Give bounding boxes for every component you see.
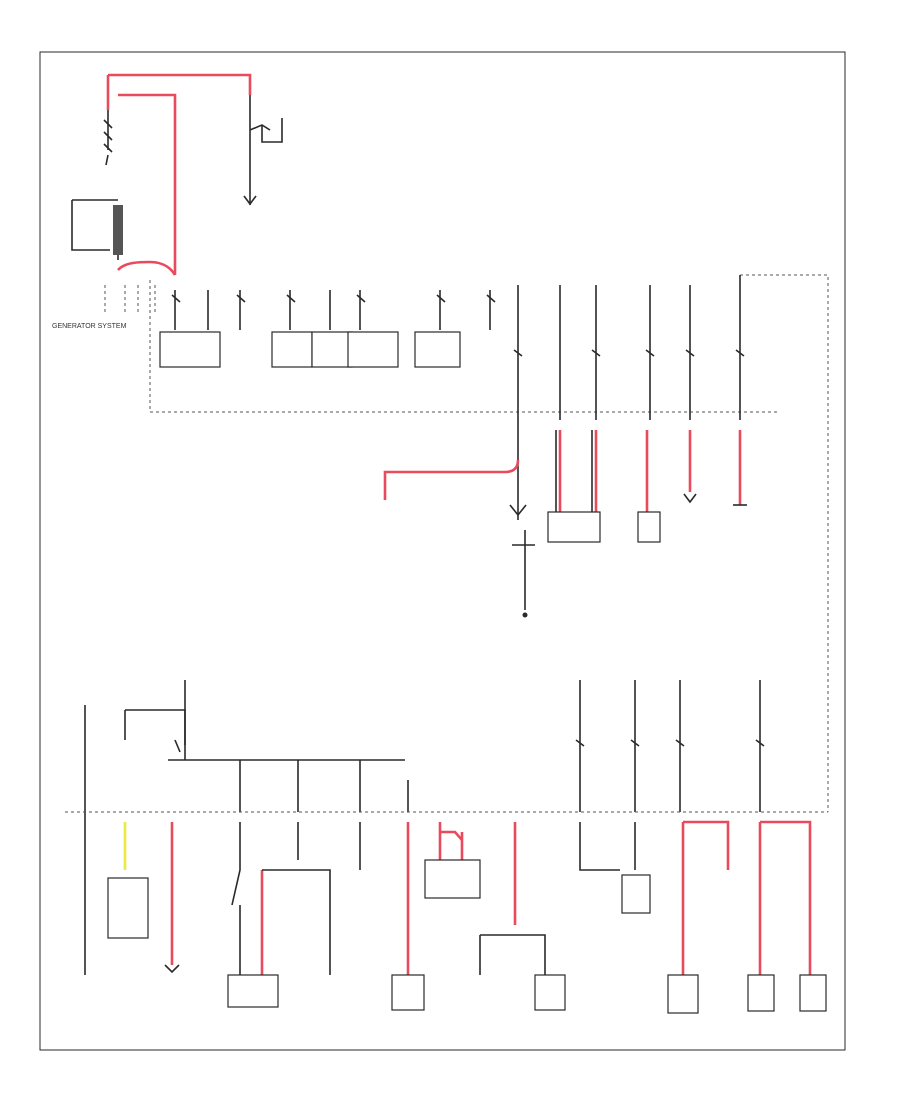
generator-system-label: GENERATOR SYSTEM <box>52 323 127 330</box>
lower-section-feeds <box>84 680 765 975</box>
generator-coil-icon <box>113 205 123 255</box>
module-box-lower-2 <box>227 974 279 1008</box>
fuse-block-outline-right <box>740 274 829 812</box>
fuse-box-3 <box>311 331 353 368</box>
module-box-lower-1 <box>107 877 149 939</box>
module-box-lower-7 <box>667 974 699 1014</box>
module-box-lower-6 <box>621 874 651 914</box>
fuse-box-1 <box>159 331 221 368</box>
generator-section: GENERATOR SYSTEM <box>52 199 177 330</box>
fuse-box-5 <box>414 331 461 368</box>
module-box-lower-9 <box>799 974 827 1012</box>
module-box-lower-3 <box>391 974 425 1011</box>
feeds-top-right <box>513 285 745 420</box>
module-box-lower-5 <box>534 974 566 1011</box>
module-box-lower-4 <box>424 859 481 899</box>
fuse-box-4 <box>347 331 399 368</box>
module-box-1 <box>547 511 601 543</box>
middle-section <box>383 420 747 618</box>
fuse-row-top <box>159 290 496 368</box>
fuse-box-2 <box>271 331 313 368</box>
battery-section <box>103 73 283 275</box>
lower-circuits <box>107 820 827 1014</box>
module-box-2 <box>637 511 661 543</box>
fuse-block-outline <box>149 280 780 413</box>
diagram-frame <box>39 51 846 1051</box>
module-box-lower-8 <box>747 974 775 1012</box>
